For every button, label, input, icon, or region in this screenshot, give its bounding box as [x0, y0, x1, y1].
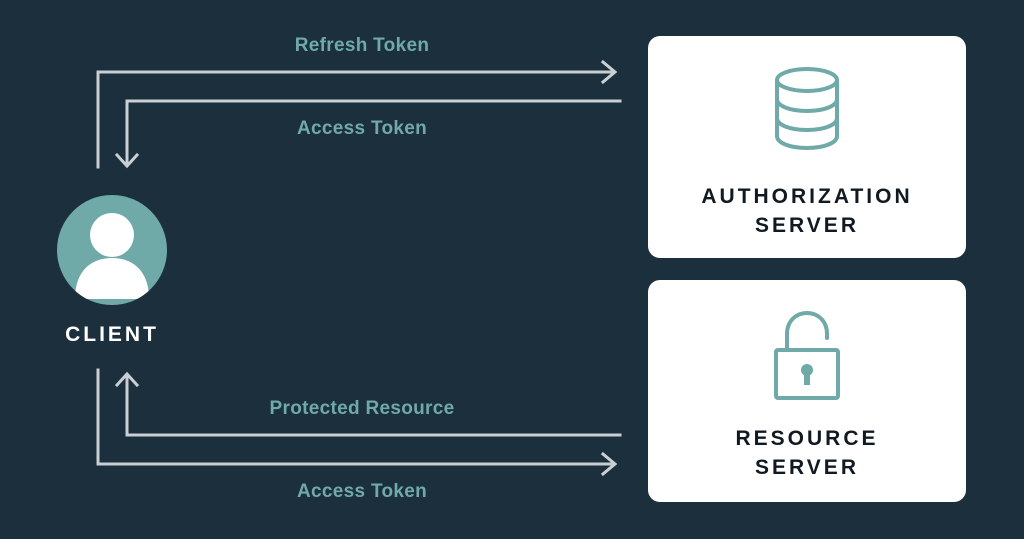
authorization-server-title: AUTHORIZATION SERVER: [648, 182, 966, 240]
client-node: CLIENT: [57, 195, 167, 347]
protected-resource-arrow: [125, 375, 622, 437]
resource-server-title-line2: SERVER: [755, 456, 859, 479]
authorization-server-title-line1: AUTHORIZATION: [701, 185, 913, 208]
access-token-top-arrow: [125, 99, 622, 165]
access-token-top-label: Access Token: [297, 118, 427, 139]
resource-server-card: RESOURCE SERVER: [648, 280, 966, 502]
access-token-bottom-arrowhead: [600, 451, 618, 477]
authorization-server-title-line2: SERVER: [755, 214, 859, 237]
refresh-token-arrow: [96, 70, 614, 169]
refresh-token-label: Refresh Token: [294, 35, 430, 56]
access-token-bottom-label: Access Token: [297, 481, 427, 502]
client-label: CLIENT: [65, 323, 159, 346]
padlock-icon: [773, 310, 841, 407]
user-icon: [57, 195, 167, 305]
access-token-bottom-arrow: [96, 368, 614, 466]
protected-resource-label: Protected Resource: [269, 398, 455, 419]
authorization-server-card: AUTHORIZATION SERVER: [648, 36, 966, 258]
database-icon: [773, 66, 841, 157]
resource-server-title: RESOURCE SERVER: [648, 424, 966, 482]
access-token-top-arrowhead: [114, 152, 140, 169]
refresh-token-arrowhead: [600, 59, 618, 85]
resource-server-title-line1: RESOURCE: [735, 427, 879, 450]
protected-resource-arrowhead: [114, 371, 140, 388]
